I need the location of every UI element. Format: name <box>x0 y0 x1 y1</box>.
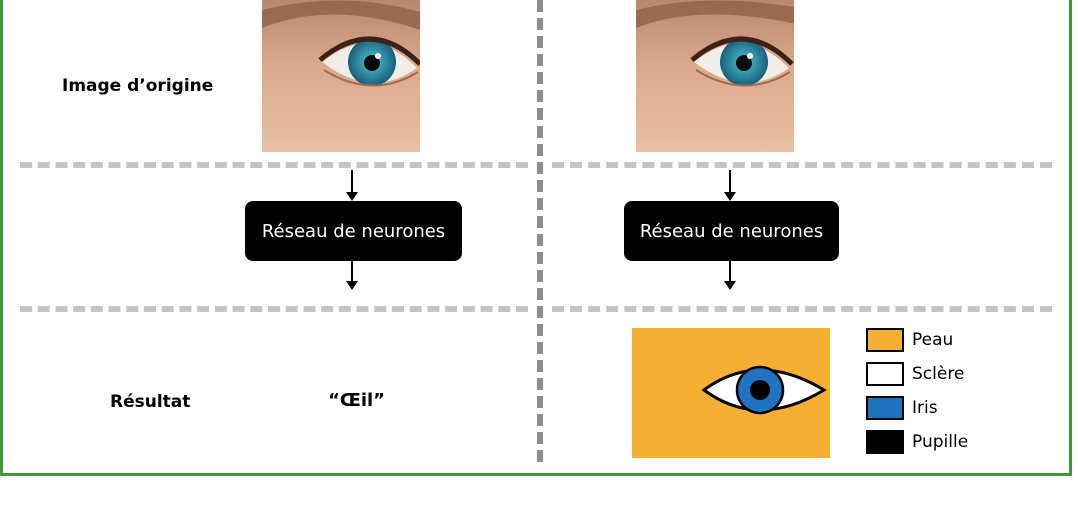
diagram-frame <box>0 0 1072 476</box>
pupil-region <box>750 380 770 400</box>
column-divider <box>537 0 543 462</box>
separator-top-left <box>20 162 528 168</box>
separator-bottom-left <box>20 306 528 312</box>
legend-swatch <box>866 430 904 454</box>
original-eye-image-left <box>262 0 420 152</box>
legend-item: Iris <box>866 396 938 420</box>
figure-caption <box>6 490 1072 516</box>
legend-swatch <box>866 362 904 386</box>
arrow-down-icon <box>346 170 358 201</box>
original-eye-image-right <box>636 0 794 152</box>
neural-network-box-classification: Réseau de neurones <box>245 201 462 261</box>
legend-item: Peau <box>866 328 953 352</box>
neural-network-box-segmentation: Réseau de neurones <box>624 201 839 261</box>
arrow-down-icon <box>724 170 736 201</box>
arrow-down-icon <box>346 261 358 290</box>
arrow-down-icon <box>724 261 736 290</box>
segmentation-map <box>632 328 830 458</box>
separator-top-right <box>552 162 1052 168</box>
legend-item: Sclère <box>866 362 964 386</box>
legend-item: Pupille <box>866 430 968 454</box>
separator-bottom-right <box>552 306 1052 312</box>
legend-swatch <box>866 328 904 352</box>
legend-label: Iris <box>912 398 938 418</box>
legend-swatch <box>866 396 904 420</box>
classification-output: “Œil” <box>328 390 386 411</box>
legend-label: Peau <box>912 330 954 350</box>
legend-label: Sclère <box>912 364 965 384</box>
result-label: Résultat <box>110 392 191 412</box>
original-image-label: Image d’origine <box>62 76 214 96</box>
legend-label: Pupille <box>912 432 969 452</box>
